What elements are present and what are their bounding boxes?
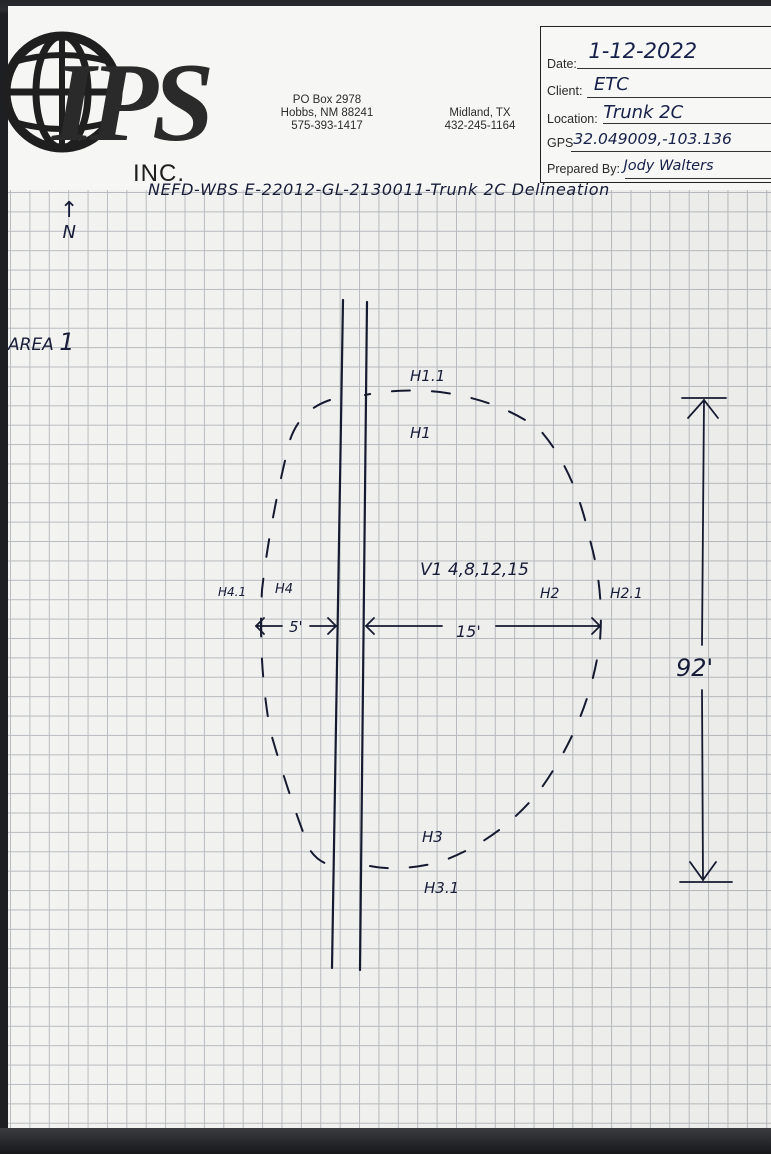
ips-logo: IPS [1, 31, 216, 160]
address-line: Midland, TX [449, 107, 511, 119]
north-indicator: ↑ N [60, 200, 78, 244]
location-label: Location: [547, 112, 598, 126]
logo-letters: IPS [50, 41, 210, 160]
pipeline-line-right [358, 300, 369, 972]
prepared-by-label: Prepared By: [547, 162, 620, 176]
area-number: 1 [59, 328, 75, 356]
table-edge [0, 1128, 771, 1154]
gps-label: GPS [547, 136, 574, 150]
gps-underline [571, 151, 771, 152]
date-label: Date: [547, 57, 577, 71]
date-underline [577, 68, 771, 69]
client-row: Client: ETC [547, 74, 629, 100]
sample-point-h4: H4 [275, 582, 293, 597]
sample-point-h3-1: H3.1 [424, 879, 459, 897]
project-title: NEFD-WBS E-22012-GL-2130011-Trunk 2C Del… [148, 180, 610, 199]
location-value: Trunk 2C [603, 102, 684, 123]
client-underline [587, 97, 771, 98]
client-label: Client: [547, 84, 583, 98]
sample-point-v1: V1 4,8,12,15 [420, 560, 529, 580]
dim-92ft-arrow-top [687, 398, 719, 419]
location-underline [603, 123, 771, 124]
job-info-box: Date: 1-12-2022 Client: ETC Location: Tr… [540, 26, 771, 183]
prepared-by-value: Jody Walters [623, 158, 714, 174]
dim-5ft-arrow-right [327, 617, 338, 635]
area-prefix: AREA [8, 335, 54, 355]
dim-15ft-arrow-left [364, 617, 375, 635]
delineation-boundary [260, 389, 602, 870]
pipeline-line-left [330, 298, 345, 970]
date-value: 1-12-2022 [588, 39, 698, 63]
dimension-left-label: 5' [289, 618, 303, 636]
address-line: PO Box 2978 [292, 94, 362, 106]
prepared-by-underline [625, 178, 771, 179]
dim-92ft-line [701, 399, 705, 646]
address-line: 432-245-1164 [444, 120, 516, 132]
company-inc: INC. [133, 160, 185, 187]
midland-office-address: Midland, TX 432-245-1164 [430, 107, 530, 133]
dim-92ft-arrow-bottom [689, 861, 717, 882]
dim-5ft-arrow-left [254, 617, 265, 635]
location-row: Location: Trunk 2C [547, 102, 683, 128]
date-row: Date: 1-12-2022 [547, 39, 697, 73]
hobbs-office-address: PO Box 2978 Hobbs, NM 88241 575-393-1417 [272, 94, 382, 133]
address-line: 575-393-1417 [291, 120, 363, 132]
sample-point-h2: H2 [540, 586, 560, 602]
north-label: N [62, 222, 76, 243]
gps-value: 32.049009,-103.136 [573, 130, 732, 148]
client-value: ETC [593, 74, 629, 95]
dimension-right-label: 15' [456, 622, 481, 641]
dimension-height-label: 92' [676, 654, 713, 682]
sample-point-h4-1: H4.1 [218, 585, 246, 599]
dim-92ft-line [701, 689, 704, 881]
address-line: Hobbs, NM 88241 [280, 107, 374, 119]
grid-paper-sheet [8, 6, 771, 1144]
gps-row: GPS32.049009,-103.136 [547, 130, 732, 151]
sample-point-h1-1: H1.1 [410, 367, 445, 385]
north-arrow-icon: ↑ [60, 198, 79, 223]
dim-15ft-arrow-right [591, 617, 602, 635]
sample-point-h2-1: H2.1 [610, 586, 643, 602]
prepared-by-row: Prepared By: Jody Walters [547, 158, 714, 177]
globe-icon [1, 31, 123, 153]
sample-point-h3: H3 [422, 828, 443, 846]
sample-point-h1: H1 [410, 424, 431, 442]
area-label: AREA 1 [8, 328, 75, 356]
